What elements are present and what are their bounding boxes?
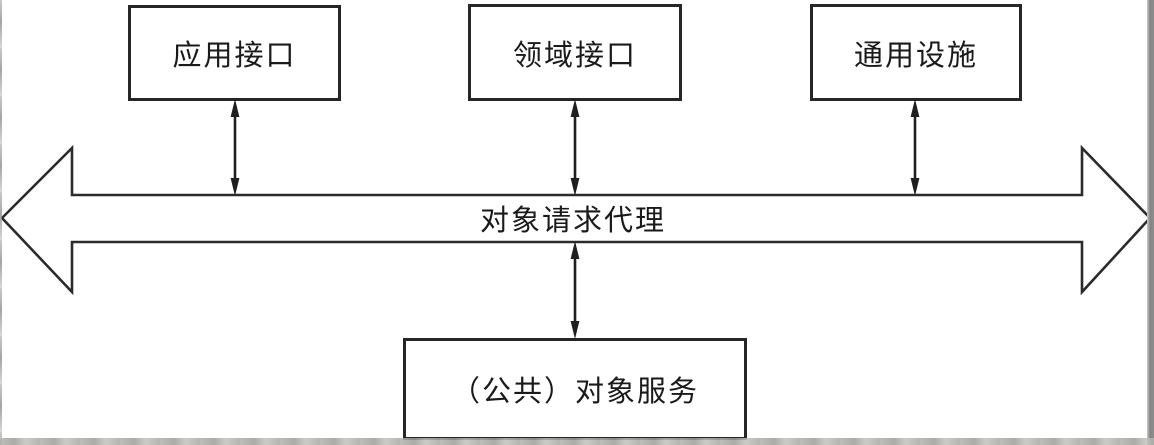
connector-domain-to-orb-arrow (570, 99, 580, 196)
connector-orb-to-services-arrow (570, 241, 580, 339)
scan-edge-right (1147, 0, 1154, 445)
box-common-facilities-label: 通用设施 (853, 39, 978, 72)
box-domain-interfaces: 领域接口 (468, 4, 682, 101)
box-common-object-services: （公共）对象服务 (403, 338, 747, 440)
box-common-object-services-label: （公共）对象服务 (450, 376, 699, 408)
connector-app-to-orb-arrow (230, 99, 240, 196)
orb-bar-label: 对象请求代理 (479, 205, 666, 237)
scan-edge-bottom (0, 438, 1154, 445)
box-common-facilities: 通用设施 (810, 4, 1022, 101)
scan-edge-left (0, 0, 2, 445)
box-application-interfaces-label: 应用接口 (172, 40, 297, 72)
box-domain-interfaces-label: 领域接口 (512, 39, 637, 72)
box-application-interfaces: 应用接口 (128, 5, 341, 101)
connector-common-to-orb-arrow (910, 99, 920, 196)
